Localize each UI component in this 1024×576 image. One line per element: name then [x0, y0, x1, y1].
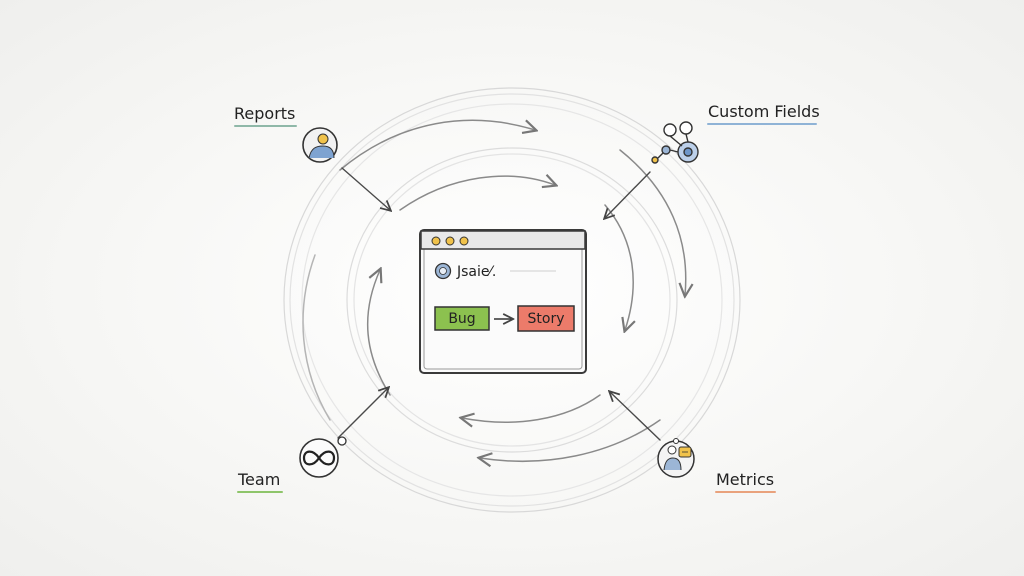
right-inner-arc-arrow [604, 204, 633, 330]
outer-ring-3 [301, 103, 723, 497]
custom-fields-label: Custom Fields [708, 102, 820, 121]
metrics-connector-arrow [610, 392, 661, 441]
team-label: Team [237, 470, 280, 489]
outer-ring-2 [289, 93, 735, 507]
story-label: Story [528, 311, 565, 327]
reports-node: Reports [234, 104, 338, 163]
custom-fields-node: Custom Fields [651, 102, 820, 164]
team-infinity-icon [299, 436, 347, 478]
connector-arrows [337, 167, 661, 441]
inner-ring-2 [353, 153, 671, 447]
window-dot-maximize [459, 236, 469, 246]
left-outer-arc [302, 254, 331, 421]
story-box [517, 305, 575, 332]
outer-ring [283, 87, 741, 513]
reports-connector-arrow [341, 167, 390, 210]
metrics-label: Metrics [716, 470, 774, 489]
background-rings [283, 87, 741, 513]
team-connector-arrow [337, 388, 388, 439]
team-node: Team [237, 436, 347, 493]
bottom-inner-arc-arrow [462, 394, 601, 422]
issue-avatar-inner [439, 267, 447, 275]
reports-person-icon [302, 127, 338, 163]
custom-fields-nodes-icon [651, 121, 699, 164]
reports-label: Reports [234, 104, 295, 123]
bug-box [434, 306, 490, 331]
custom-fields-connector-arrow [605, 171, 651, 218]
issue-header-text: Jsaie⁄. [456, 264, 496, 280]
window-frame [419, 229, 587, 374]
window-dot-minimize [445, 236, 455, 246]
bug-label: Bug [448, 311, 475, 327]
window-dot-close [431, 236, 441, 246]
right-outer-arc-arrow [619, 149, 686, 295]
inner-ring [346, 147, 678, 453]
metrics-node: Metrics [657, 438, 776, 493]
metrics-person-icon [657, 438, 695, 478]
window-titlebar [420, 230, 586, 250]
left-inner-arc-arrow [366, 270, 391, 396]
top-inner-arc-arrow [399, 176, 555, 211]
top-outer-arc-arrow [339, 120, 535, 171]
issue-window: Jsaie⁄. Bug Story [419, 229, 587, 374]
bottom-outer-arc-arrow [480, 419, 661, 461]
